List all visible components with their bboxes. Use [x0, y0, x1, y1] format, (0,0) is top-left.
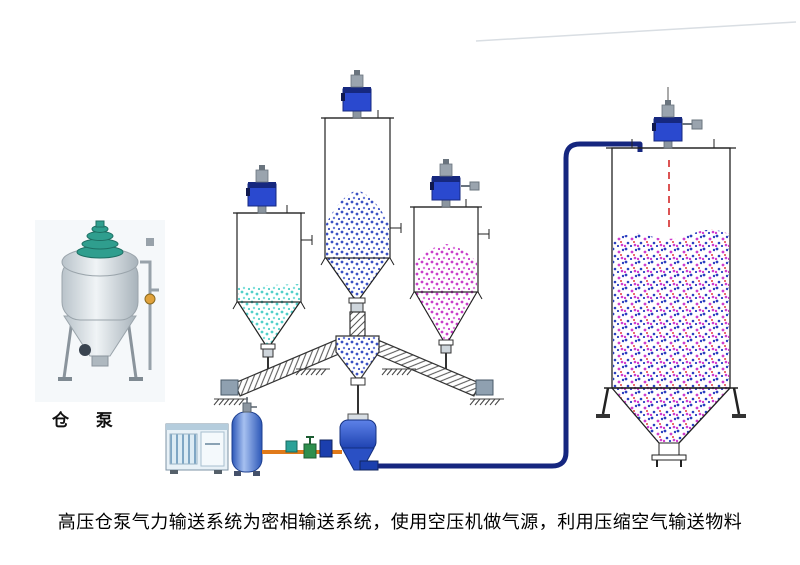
material-blue: [326, 190, 389, 298]
bin-vent-actuator-icon: [429, 158, 461, 208]
side-nozzle: [301, 235, 313, 245]
tank-foot: [253, 471, 260, 476]
tank-valve-stem: [246, 397, 257, 408]
support-lugs: [409, 291, 483, 300]
ground-symbol: [469, 398, 505, 406]
compressor-foot: [214, 470, 222, 474]
conveying-pipeline: [378, 141, 643, 469]
hopper-body: [335, 335, 380, 379]
side-nozzle: [390, 223, 402, 233]
discharge-valve: [440, 344, 452, 354]
air-fitting: [319, 439, 333, 458]
vessel-foot: [129, 377, 143, 381]
discharge-valve: [350, 302, 364, 313]
tank-shell: [231, 411, 263, 473]
outlet-flange: [651, 454, 687, 461]
tank-top-valve: [242, 402, 252, 413]
air-receiver-tank: [231, 397, 263, 476]
hopper-outlet: [350, 377, 366, 386]
compressor-panel: [200, 431, 225, 467]
pump-body: [339, 419, 377, 451]
actuator-side-box: [469, 181, 480, 191]
vessel-top-flanges: [76, 220, 124, 259]
collecting-hopper: [335, 335, 380, 414]
screw-conveyor-right: [371, 339, 481, 397]
material-mixed: [613, 229, 729, 443]
valve-handle: [144, 293, 156, 305]
compressor-louvers: [169, 433, 198, 465]
actuator-side-box: [691, 119, 703, 130]
compressor-top: [166, 424, 228, 430]
roof-vents: [631, 139, 715, 148]
tank-foot: [234, 471, 241, 476]
pipe-fitting: [146, 238, 154, 246]
flange-bolts: [656, 460, 682, 467]
discharge-valve: [262, 348, 274, 358]
outlet-flange: [438, 339, 454, 346]
pump-inlet-flange: [347, 413, 369, 421]
air-compressor: [165, 423, 229, 474]
air-valve: [303, 443, 317, 459]
silo-outlet: [658, 442, 680, 456]
outlet-flange: [348, 297, 366, 304]
silo-foot: [732, 414, 746, 418]
side-nozzle: [478, 229, 490, 239]
silo-cone: [237, 301, 301, 345]
conveyor-motor-right: [475, 379, 494, 396]
conveyor-motor-left: [220, 379, 239, 396]
vessel-legs: [62, 319, 138, 379]
silo-cone: [611, 387, 731, 444]
silo-cone: [414, 291, 478, 341]
pump-outlet: [359, 460, 379, 471]
silo-legs: [601, 387, 741, 415]
vessel-foot: [58, 377, 72, 381]
bin-vent-actuator-icon: [651, 99, 683, 149]
silo-small-left: [232, 164, 313, 371]
support-lugs: [232, 301, 306, 310]
compressed-air-piping: [262, 436, 342, 459]
silo-small-right: [409, 158, 490, 370]
air-filter: [285, 440, 298, 453]
big-storage-silo: [596, 87, 746, 467]
vessel-bottom-valve: [79, 344, 91, 356]
silo-pump-photo: [35, 220, 165, 402]
silo-foot: [596, 414, 610, 418]
silo-small-center: [320, 69, 402, 313]
material-cyan: [238, 284, 300, 344]
vessel-side-piping: [140, 260, 159, 370]
support-lugs: [320, 257, 395, 266]
screw-conveyor-left: [233, 339, 343, 397]
silo-cone: [325, 257, 390, 299]
pump-photo-label: 仓 泵: [52, 411, 116, 430]
scan-artifact-line: [475, 21, 797, 42]
air-valve-handle: [306, 436, 314, 444]
bin-vent-actuator-icon: [245, 164, 277, 214]
silo-pump-vessel: [339, 413, 379, 471]
outlet-flange: [260, 343, 276, 350]
vertical-screw-feeder: [349, 311, 366, 337]
compressor-foot: [170, 470, 178, 474]
bin-vent-actuator-icon: [340, 69, 372, 119]
vessel-outlet: [91, 355, 109, 367]
ground-symbol: [381, 368, 417, 376]
caption: 高压仓泵气力输送系统为密相输送系统，使用空压机做气源，利用压缩空气输送物料: [57, 512, 743, 532]
